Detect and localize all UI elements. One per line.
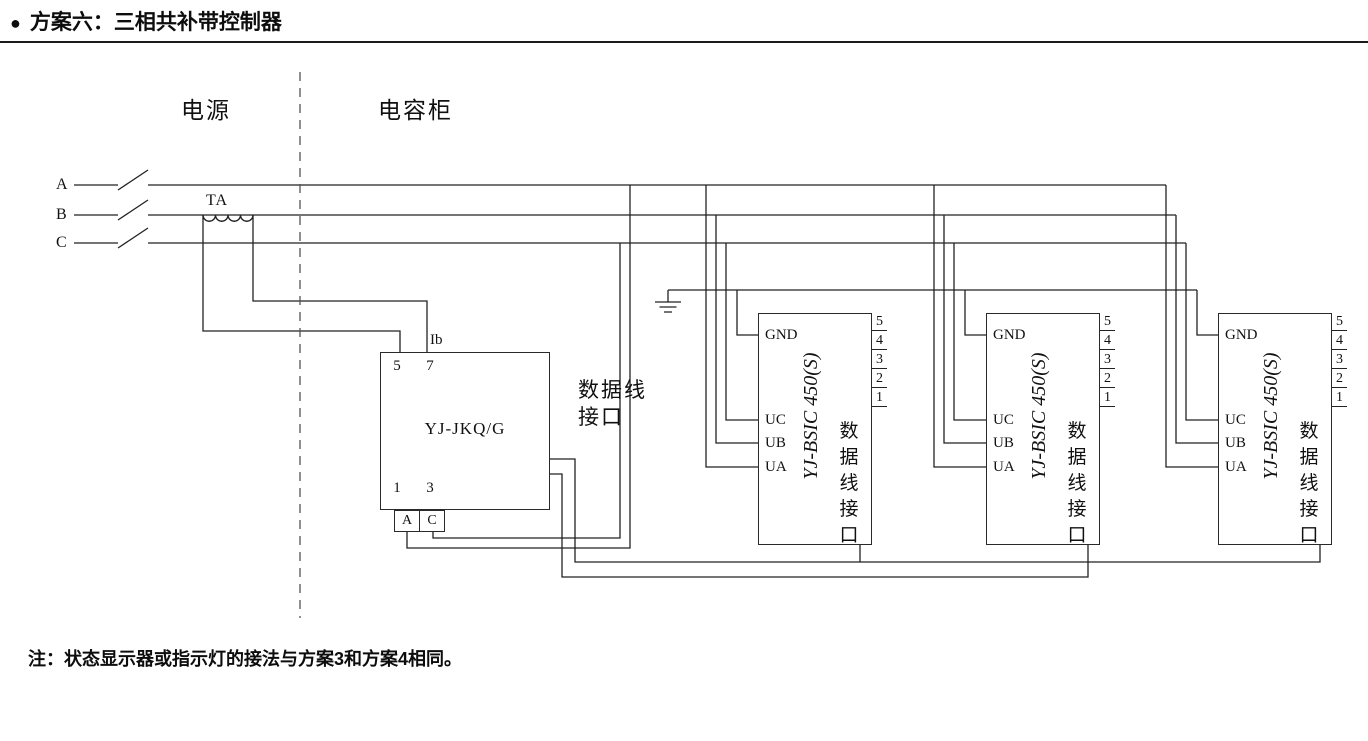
zone-label-power: 电源 (181, 98, 231, 123)
module-gnd-label: GND (765, 327, 798, 343)
module-terminal-2: 2 (872, 371, 887, 388)
page-title: ● 方案六：三相共补带控制器 (10, 12, 282, 33)
module-terminal-3: 3 (872, 352, 887, 369)
current-transformer-coil (202, 214, 254, 222)
module2-input-wires (933, 185, 986, 468)
zone-label-capacitor-cabinet: 电容柜 (378, 98, 453, 123)
module1-input-wires (705, 185, 758, 468)
module-data-port-label: 数据线接口 (839, 421, 859, 546)
phase-label-c: C (56, 234, 67, 251)
note-text: 注：状态显示器或指示灯的接法与方案3和方案4相同。 (28, 649, 463, 669)
module-terminal-2: 2 (1332, 371, 1347, 388)
controller-supply-terminal-c: C (419, 510, 445, 532)
phase-c-line (74, 227, 1186, 249)
controller-box (380, 352, 550, 510)
ct-label: TA (206, 192, 229, 209)
data-bus-wires (550, 458, 1321, 578)
module-voltage-label-ub: UB (1225, 435, 1246, 451)
module-terminal-3: 3 (1100, 352, 1115, 369)
phase-a-line (74, 169, 1166, 191)
module-terminal-5: 5 (1332, 314, 1347, 331)
controller-terminal-5: 5 (393, 358, 401, 374)
controller-name: YJ-JKQ/G (424, 419, 506, 438)
module-terminal-5: 5 (872, 314, 887, 331)
phase-b-line (74, 199, 1176, 221)
controller-data-port-label-line1: 数据线 (578, 378, 647, 402)
module-terminal-3: 3 (1332, 352, 1347, 369)
module-gnd-label: GND (993, 327, 1026, 343)
module-3-box: GND UC UB UA YJ-BSIC 450(S) 数据线接口 5 4 3 … (1218, 313, 1347, 546)
module-2-box: GND UC UB UA YJ-BSIC 450(S) 数据线接口 5 4 3 … (986, 313, 1115, 546)
module-name: YJ-BSIC 450(S) (800, 352, 822, 480)
module-voltage-label-ua: UA (993, 459, 1015, 475)
module-terminal-2: 2 (1100, 371, 1115, 388)
page-title-text: 方案六：三相共补带控制器 (29, 11, 282, 34)
controller-terminal-1: 1 (393, 480, 401, 496)
module-gnd-label: GND (1225, 327, 1258, 343)
module-voltage-label-uc: UC (1225, 412, 1246, 428)
module-terminal-4: 4 (872, 333, 887, 350)
module-terminal-5: 5 (1100, 314, 1115, 331)
module-voltage-label-ub: UB (765, 435, 786, 451)
title-divider (0, 41, 1368, 43)
module-terminal-1: 1 (1100, 390, 1115, 407)
module-terminal-1: 1 (1332, 390, 1347, 407)
module-terminal-1: 1 (872, 390, 887, 407)
ct-secondary-wires (202, 215, 428, 352)
ct-secondary-current-label: Ib (430, 332, 443, 348)
module-voltage-label-ub: UB (993, 435, 1014, 451)
controller-terminal-7: 7 (426, 358, 434, 374)
module3-input-wires (1165, 185, 1218, 468)
module-terminal-4: 4 (1100, 333, 1115, 350)
module-terminal-4: 4 (1332, 333, 1347, 350)
controller-supply-wires (406, 185, 631, 549)
module-voltage-label-ua: UA (1225, 459, 1247, 475)
module-name: YJ-BSIC 450(S) (1260, 352, 1282, 480)
module-voltage-label-uc: UC (993, 412, 1014, 428)
controller-terminal-3: 3 (426, 480, 434, 496)
module-voltage-label-ua: UA (765, 459, 787, 475)
ground-symbol (655, 289, 1197, 313)
module-1-box: GND UC UB UA YJ-BSIC 450(S) 数据线接口 5 4 3 … (758, 313, 887, 546)
controller-supply-terminal-a: A (394, 510, 420, 532)
module-voltage-label-uc: UC (765, 412, 786, 428)
module-data-port-label: 数据线接口 (1299, 421, 1319, 546)
phase-label-b: B (56, 206, 67, 223)
bullet-icon: ● (10, 12, 21, 33)
module-data-port-label: 数据线接口 (1067, 421, 1087, 546)
module-name: YJ-BSIC 450(S) (1028, 352, 1050, 480)
phase-label-a: A (56, 176, 68, 193)
controller-data-port-label-line2: 接口 (578, 405, 624, 429)
